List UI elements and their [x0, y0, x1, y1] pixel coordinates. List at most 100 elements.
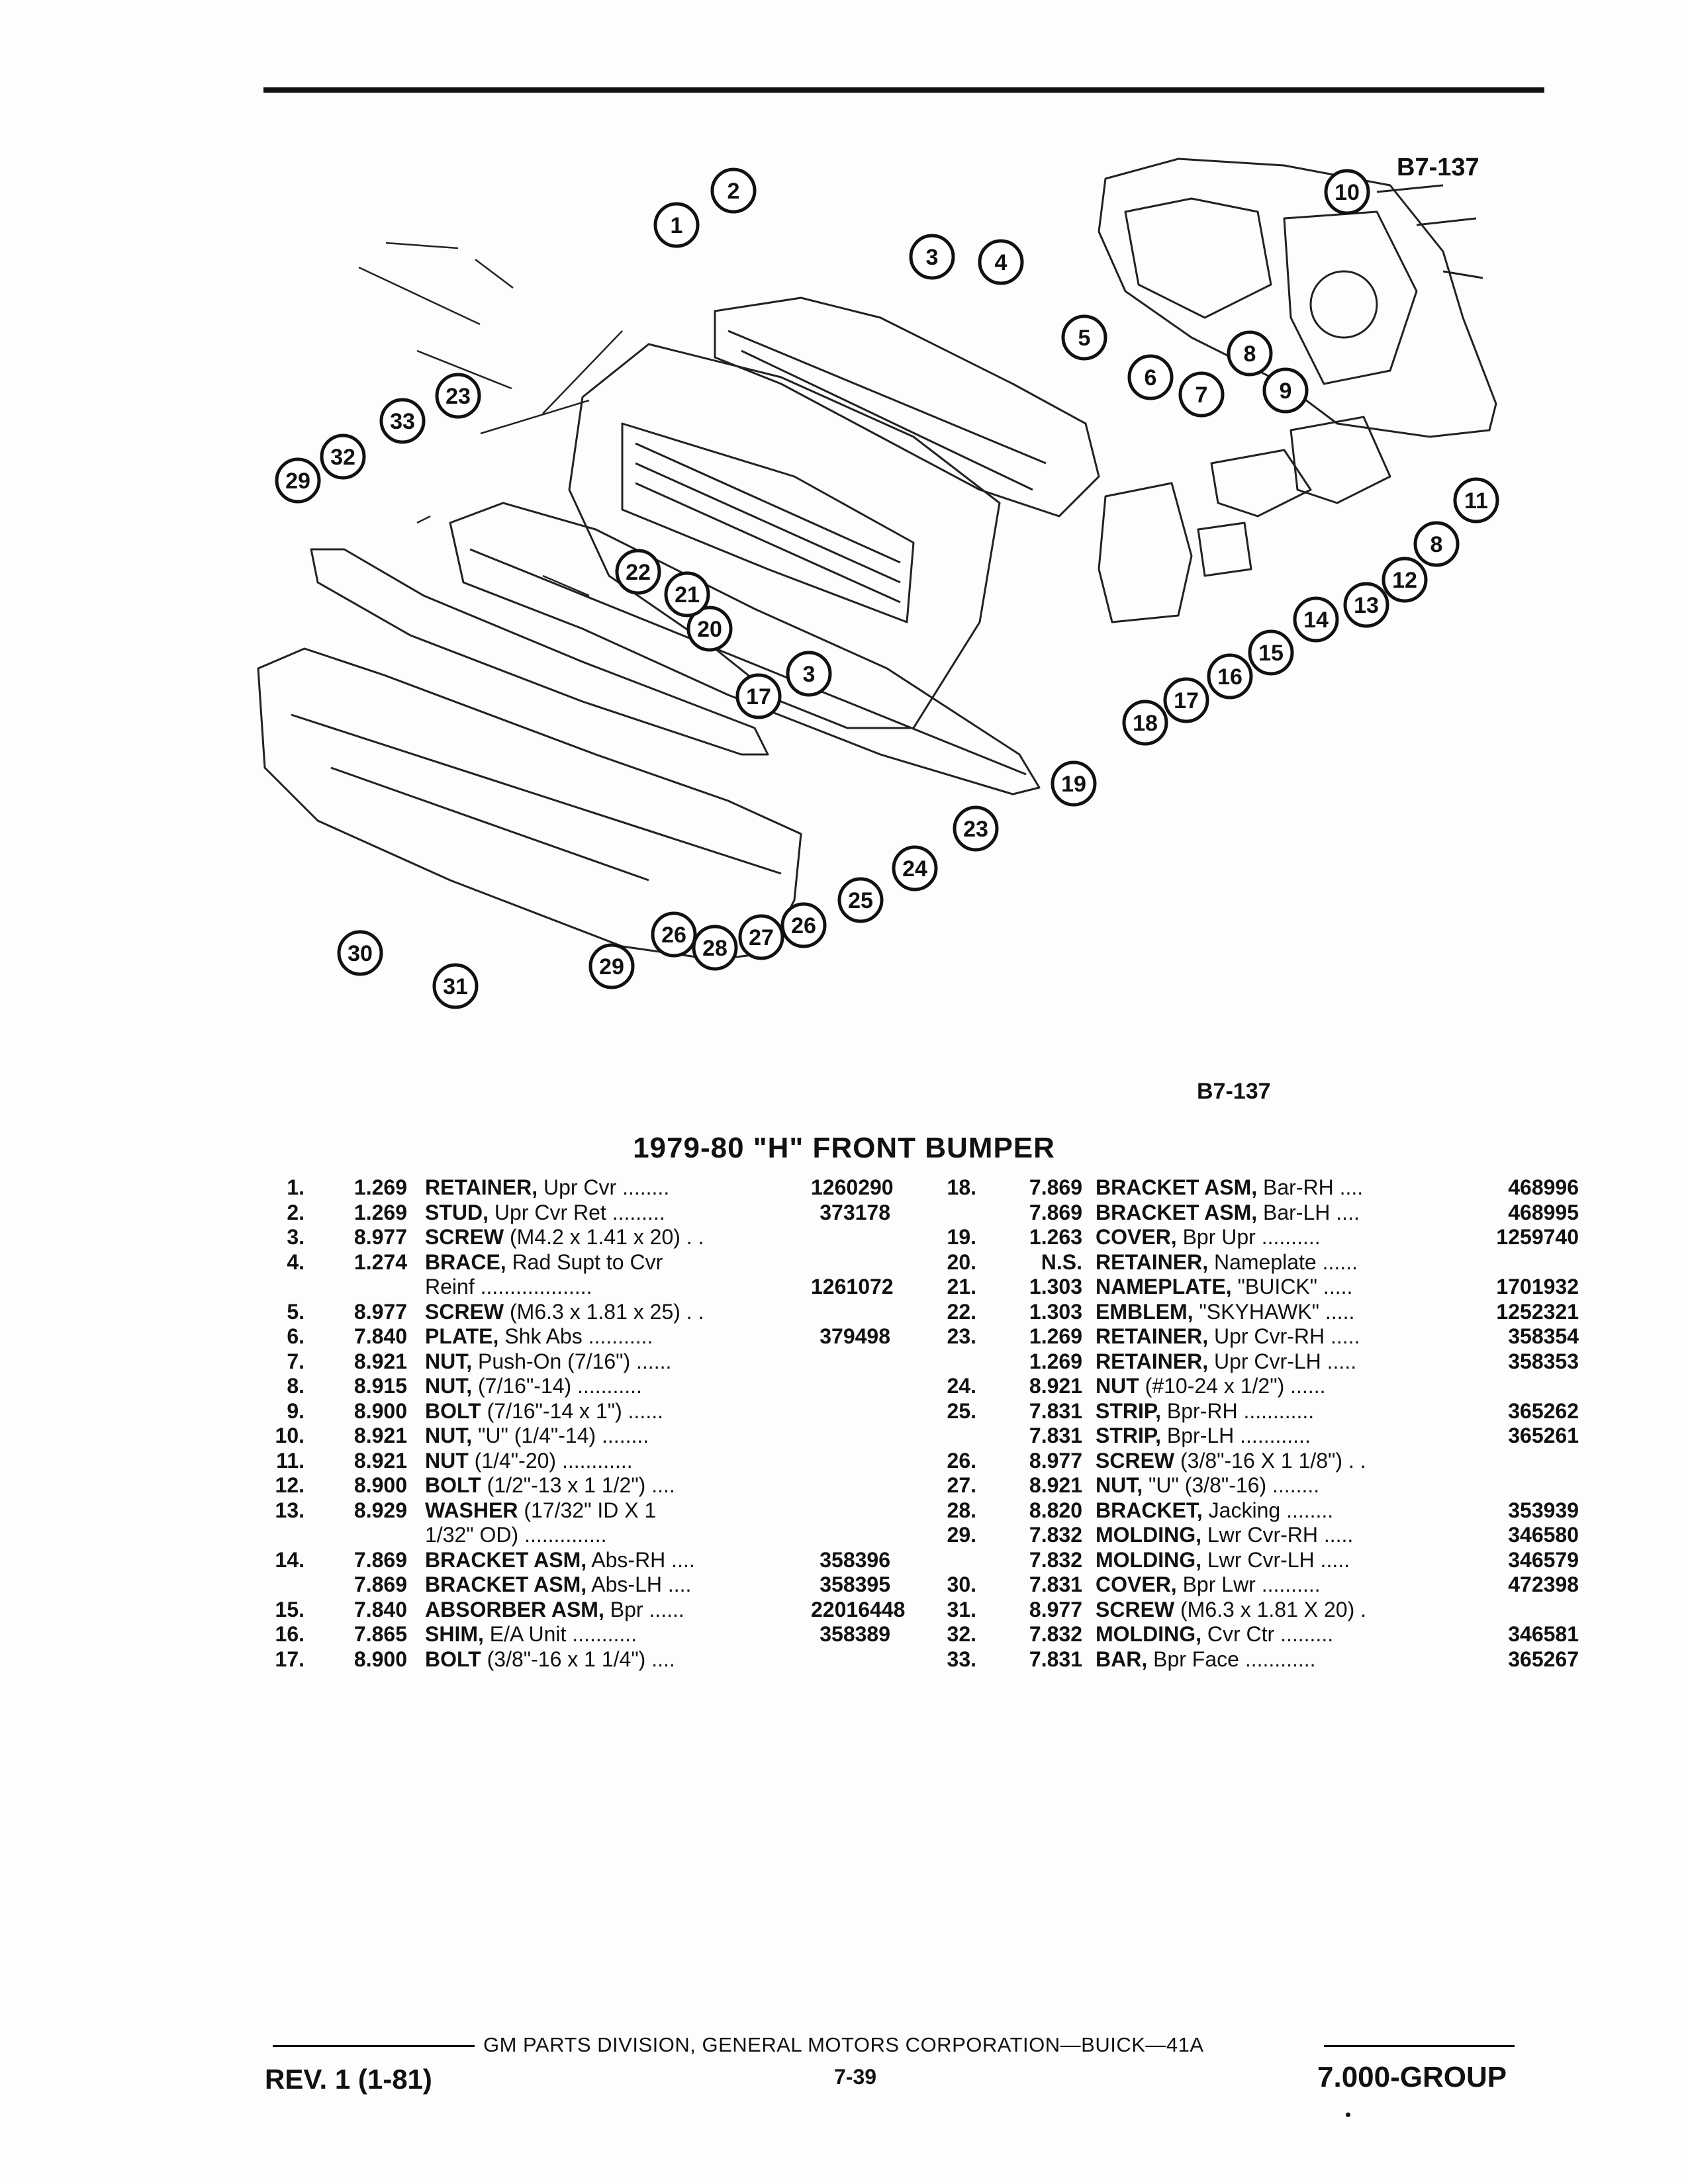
part-detail: "U" (1/4"-14) ........	[478, 1424, 649, 1447]
callout-label: 8	[1244, 341, 1256, 367]
part-name: NUT,	[425, 1424, 473, 1447]
description: BRACKET ASM, Abs-RH ....	[425, 1548, 809, 1573]
part-name: NUT,	[425, 1349, 473, 1373]
part-name: BAR,	[1096, 1647, 1148, 1671]
part-name: NAMEPLATE,	[1096, 1275, 1232, 1298]
callout-label: 26	[661, 923, 686, 948]
description: 1/32" OD) ..............	[425, 1523, 809, 1548]
group-number: 8.820	[1029, 1498, 1082, 1522]
description: SHIM, E/A Unit ...........	[425, 1622, 809, 1647]
part-name: COVER,	[1096, 1225, 1177, 1249]
group-number: 1.263	[1029, 1225, 1082, 1249]
item-number: 24.	[947, 1374, 976, 1398]
callout-label: 8	[1430, 532, 1443, 557]
group-number: 7.832	[1029, 1622, 1082, 1646]
item-number: 21.	[947, 1275, 976, 1298]
part-name: STUD,	[425, 1200, 489, 1224]
part-number: 353939	[1508, 1498, 1579, 1522]
callout-label: 20	[697, 617, 722, 642]
revision-label: REV. 1 (1-81)	[265, 2064, 432, 2095]
callout-label: 22	[626, 560, 651, 585]
item-number: 17.	[275, 1647, 305, 1671]
part-detail: (#10-24 x 1/2") ......	[1145, 1374, 1326, 1398]
callout-markers: 1 2 3 4 5 6 7 8 9 10 11 8 12 13 14 15 16…	[275, 167, 1499, 1009]
callout-label: 4	[995, 250, 1008, 275]
part-number: 468995	[1508, 1200, 1579, 1224]
callout-label: 17	[746, 684, 771, 709]
part-name: ABSORBER ASM,	[425, 1597, 604, 1621]
description: NUT, Push-On (7/16") ......	[425, 1349, 809, 1375]
description: WASHER (17/32" ID X 1	[425, 1498, 809, 1524]
item-number: 31.	[947, 1597, 976, 1621]
callout-label: 9	[1280, 379, 1292, 404]
description: MOLDING, Lwr Cvr-RH .....	[1096, 1523, 1493, 1548]
description: BRACKET, Jacking ........	[1096, 1498, 1493, 1524]
description: MOLDING, Lwr Cvr-LH .....	[1096, 1548, 1493, 1573]
part-name: RETAINER,	[425, 1175, 538, 1199]
description: NAMEPLATE, "BUICK" .....	[1096, 1275, 1493, 1300]
description: RETAINER, Nameplate ......	[1096, 1250, 1493, 1275]
description: BRACKET ASM, Bar-LH ....	[1096, 1201, 1493, 1226]
item-number: 32.	[947, 1622, 976, 1646]
part-detail: (1/2"-13 x 1 1/2") ....	[487, 1473, 675, 1497]
part-number: 346579	[1508, 1547, 1579, 1572]
upper-cover-drawing	[568, 343, 1001, 729]
group-number: 8.921	[1029, 1473, 1082, 1497]
group-number: 8.921	[353, 1424, 407, 1447]
callout-label: 18	[1133, 711, 1158, 736]
part-detail: (M4.2 x 1.41 x 20) . .	[510, 1225, 704, 1249]
description: MOLDING, Cvr Ctr .........	[1096, 1622, 1493, 1647]
callout-label: 7	[1196, 383, 1208, 408]
callout-label: 3	[926, 245, 939, 270]
callout-label: 24	[902, 856, 927, 882]
part-name: RETAINER,	[1096, 1349, 1209, 1373]
part-name: NUT	[425, 1448, 469, 1473]
part-name: SCREW	[1096, 1448, 1175, 1473]
item-number: 14.	[275, 1547, 305, 1572]
callout-label: 2	[727, 179, 740, 204]
part-name: SHIM,	[425, 1622, 484, 1646]
callout-label: 29	[599, 954, 624, 979]
callout-label: 15	[1258, 641, 1284, 666]
item-number: 3.	[287, 1225, 305, 1249]
footer-rule-left	[273, 2045, 475, 2047]
description: COVER, Bpr Upr ..........	[1096, 1225, 1493, 1250]
description: BOLT (3/8"-16 x 1 1/4") ....	[425, 1647, 809, 1672]
description: ABSORBER ASM, Bpr ......	[425, 1598, 809, 1623]
part-detail: Bpr-RH ............	[1166, 1398, 1315, 1423]
callout-label: 16	[1217, 664, 1243, 690]
part-number: 365261	[1508, 1424, 1579, 1447]
callout-label: 29	[285, 469, 310, 494]
group-number: 8.900	[353, 1473, 407, 1497]
part-detail: (M6.3 x 1.81 x 25) . .	[510, 1299, 704, 1324]
group-number: 1.269	[1029, 1324, 1082, 1348]
callout-label: 12	[1392, 568, 1417, 593]
part-name: STRIP,	[1096, 1424, 1161, 1447]
page-number: 7-39	[834, 2065, 877, 2089]
callout-label: 5	[1078, 326, 1091, 351]
description: RETAINER, Upr Cvr ........	[425, 1175, 809, 1201]
part-number: 1261072	[811, 1275, 894, 1298]
description: BOLT (7/16"-14 x 1") ......	[425, 1399, 809, 1424]
callout-label: 1	[671, 213, 683, 238]
part-name: BRACKET ASM,	[425, 1547, 587, 1572]
top-rule	[263, 87, 1544, 93]
callout-label: 21	[675, 582, 700, 608]
group-number: 8.929	[353, 1498, 407, 1522]
part-detail: Abs-RH ....	[591, 1547, 695, 1572]
group-number: 1.269	[1029, 1349, 1082, 1373]
callout-label: 32	[330, 445, 355, 470]
description: RETAINER, Upr Cvr-RH .....	[1096, 1324, 1493, 1349]
group-number: 8.977	[353, 1225, 407, 1249]
item-number: 6.	[287, 1324, 305, 1348]
part-detail: Nameplate ......	[1213, 1250, 1358, 1274]
absorber-assembly-drawing	[1210, 449, 1312, 518]
group-number: 1.274	[353, 1250, 407, 1274]
part-name: RETAINER,	[1096, 1250, 1209, 1274]
description: Reinf ...................	[425, 1275, 809, 1300]
item-number: 1.	[287, 1175, 305, 1199]
part-number: 1260290	[811, 1175, 894, 1199]
group-number: 7.831	[1029, 1647, 1082, 1671]
group-number: 7.869	[1029, 1200, 1082, 1224]
part-name: NUT,	[425, 1374, 473, 1398]
